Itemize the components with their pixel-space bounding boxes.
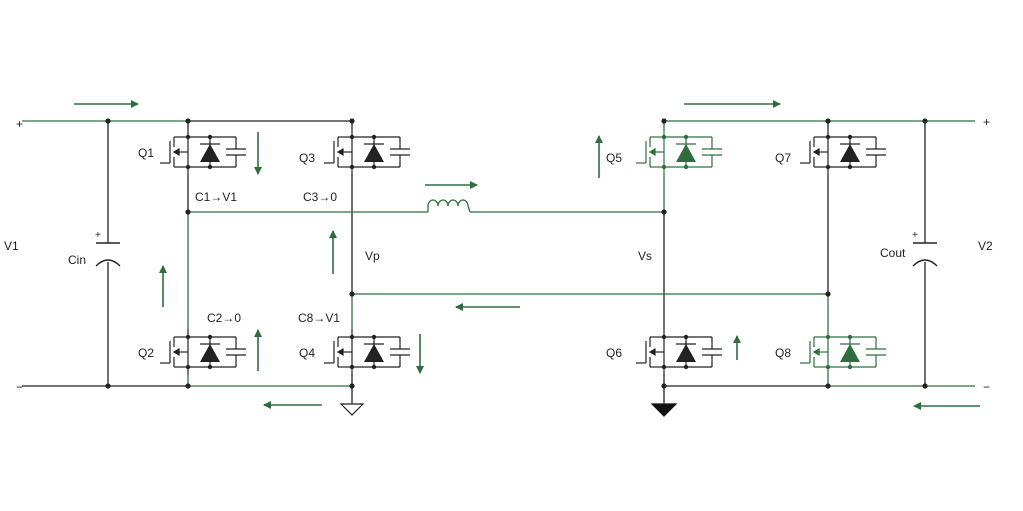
q2-label: Q2 — [138, 346, 155, 360]
inductor-icon — [427, 199, 471, 213]
v2-label: V2 — [978, 239, 993, 253]
ground-icon — [339, 403, 365, 416]
q4-label: Q4 — [299, 346, 316, 360]
cout-capacitor-icon — [912, 242, 938, 267]
q4-mosfet-icon — [323, 328, 411, 376]
q3-mosfet-icon — [323, 128, 411, 176]
vs-node-label: Vs — [638, 249, 653, 263]
q2-mosfet-icon — [159, 328, 247, 376]
q5-label: Q5 — [606, 151, 623, 165]
q7-label: Q7 — [775, 151, 792, 165]
q6-label: Q6 — [606, 346, 623, 360]
v1-label: V1 — [4, 239, 19, 253]
c1-annotation: C1→V1 — [195, 190, 238, 204]
q7-mosfet-icon — [799, 128, 887, 176]
q1-label: Q1 — [138, 146, 155, 160]
v1-minus-sign: − — [16, 380, 24, 394]
cin-capacitor-icon — [95, 242, 121, 267]
junction-dots — [105, 118, 928, 389]
ground-icon — [650, 403, 678, 417]
q8-label: Q8 — [775, 346, 792, 360]
q5-mosfet-icon — [635, 128, 723, 176]
c3-annotation: C3→0 — [303, 190, 338, 204]
q6-mosfet-icon — [635, 328, 723, 376]
cin-plus: + — [95, 230, 101, 241]
v2-minus-sign: − — [983, 380, 991, 394]
c2-annotation: C2→0 — [207, 311, 242, 325]
cout-label: Cout — [880, 246, 906, 260]
q3-label: Q3 — [299, 151, 316, 165]
cout-plus: + — [912, 230, 918, 241]
v1-plus-sign: + — [16, 117, 24, 131]
v2-plus-sign: + — [983, 115, 991, 129]
vp-node-label: Vp — [365, 249, 380, 263]
cin-label: Cin — [68, 253, 87, 267]
q1-mosfet-icon — [159, 128, 247, 176]
q8-mosfet-icon — [799, 328, 887, 376]
c8-annotation: C8→V1 — [298, 311, 341, 325]
